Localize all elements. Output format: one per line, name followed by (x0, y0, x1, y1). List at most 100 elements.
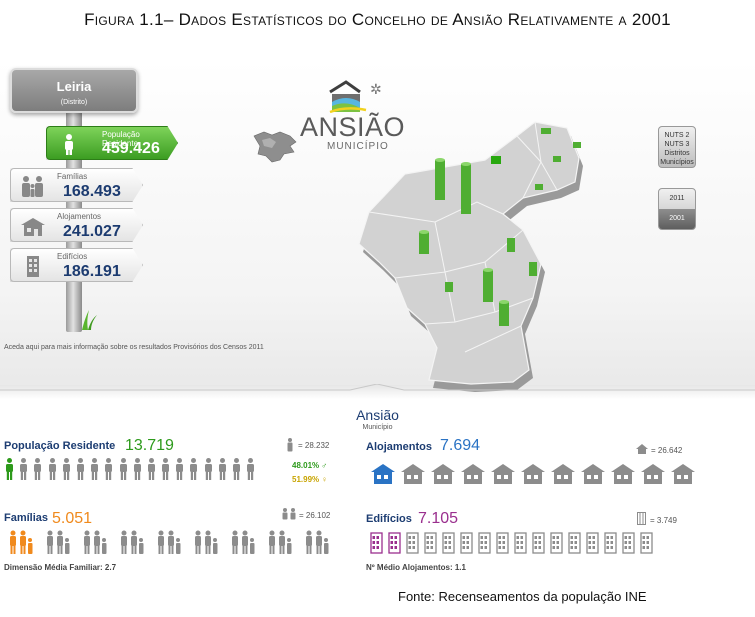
building-icon (622, 532, 635, 554)
house-icon (430, 462, 456, 484)
buildings-note: Nº Médio Alojamentos: 1.1 (366, 563, 466, 572)
building-icon (370, 532, 383, 554)
person-icon (146, 458, 157, 480)
municipality-type: Município (362, 424, 393, 431)
family-icon (4, 530, 34, 554)
house-icon (21, 218, 45, 236)
family-icon (78, 530, 108, 554)
municipality-logo: ✲ ANSIÃO MUNICÍPIO (300, 74, 415, 156)
sign-buildings[interactable]: Edifícios 186.191 (10, 248, 143, 282)
families-value: 5.051 (52, 510, 93, 527)
households-icon-row (370, 462, 700, 484)
families-note: Dimensão Média Familiar: 2.7 (4, 563, 117, 572)
sign-value: 186.191 (63, 263, 121, 280)
family-ref-icon (282, 508, 296, 520)
female-icon: ♀ (321, 475, 328, 484)
person-icon (188, 458, 199, 480)
building-icon (442, 532, 455, 554)
sign-value: 459.426 (102, 140, 160, 157)
municipality-map[interactable] (345, 112, 585, 394)
person-icon (231, 458, 242, 480)
building-icon (532, 532, 545, 554)
building-icon (460, 532, 473, 554)
municipality-name: Ansião (356, 407, 399, 423)
families-icon-row (4, 530, 337, 554)
family-icon (300, 530, 330, 554)
house-icon (550, 462, 576, 484)
year-selector[interactable]: 2011 2001 (658, 188, 696, 230)
population-ref: = 28.232 (298, 441, 330, 450)
sign-households[interactable]: Alojamentos 241.027 (10, 208, 143, 242)
family-icon (152, 530, 182, 554)
census-info-link[interactable]: Aceda aqui para mais informação sobre os… (4, 344, 264, 351)
households-title: Alojamentos (366, 441, 433, 453)
sign-label: Alojamentos (57, 212, 102, 221)
family-icon (189, 530, 219, 554)
house-icon (580, 462, 606, 484)
sign-label: Edifícios (57, 252, 88, 261)
building-icon (586, 532, 599, 554)
building-icon (406, 532, 419, 554)
male-percent: 48.01% ♂ (292, 461, 328, 470)
person-icon (89, 458, 100, 480)
person-icon (32, 458, 43, 480)
building-icon (604, 532, 617, 554)
figure-title: Figura 1.1– Dados Estatísticos do Concel… (84, 10, 671, 29)
house-icon (640, 462, 666, 484)
male-icon: ♂ (321, 461, 328, 470)
section-divider (0, 384, 755, 391)
buildings-icon-row (370, 532, 658, 554)
buildings-value: 7.105 (418, 510, 459, 527)
logo-brand: ANSIÃO (300, 112, 406, 142)
person-icon (132, 458, 143, 480)
region-sign[interactable]: Leiria (Distrito) (10, 68, 138, 113)
buildings-title: Edifícios (366, 513, 412, 525)
family-icon (41, 530, 71, 554)
family-icon (263, 530, 293, 554)
region-type: (Distrito) (60, 99, 88, 106)
building-icon (496, 532, 509, 554)
families-title: Famílias (4, 512, 49, 524)
house-icon (610, 462, 636, 484)
person-icon (61, 458, 72, 480)
person-icon (217, 458, 228, 480)
building-icon (424, 532, 437, 554)
person-icon (118, 458, 129, 480)
person-icon (75, 458, 86, 480)
person-icon (47, 458, 58, 480)
family-icon (115, 530, 145, 554)
mini-map-icon (253, 131, 297, 163)
sign-label: Famílias (57, 172, 88, 181)
building-icon (478, 532, 491, 554)
person-icon (174, 458, 185, 480)
building-icon (514, 532, 527, 554)
sign-population[interactable]: População Residente 459.426 (46, 126, 178, 160)
sign-value: 241.027 (63, 223, 121, 240)
person-icon (245, 458, 256, 480)
house-ref-icon (636, 444, 648, 454)
sign-families[interactable]: Famílias 168.493 (10, 168, 143, 202)
house-icon (400, 462, 426, 484)
region-name: Leiria (56, 79, 92, 94)
female-percent: 51.99% ♀ (292, 475, 328, 484)
person-icon (18, 458, 29, 480)
households-value: 7.694 (440, 437, 481, 454)
year-2011-button[interactable]: 2011 (669, 195, 685, 202)
family-icon (226, 530, 256, 554)
population-title: População Residente (4, 440, 116, 452)
house-icon (460, 462, 486, 484)
households-ref: = 26.642 (651, 446, 683, 455)
person-icon (160, 458, 171, 480)
svg-text:✲: ✲ (370, 82, 382, 98)
buildings-ref: = 3.749 (650, 516, 677, 525)
building-icon (388, 532, 401, 554)
population-icon-row (4, 458, 259, 480)
sign-label: População Residente (102, 130, 140, 148)
nuts-level-button[interactable]: NUTS 2 NUTS 3 Distritos Municípios (658, 126, 696, 168)
year-2001-button[interactable]: 2001 (659, 209, 695, 229)
map-bar-group (419, 128, 581, 326)
person-icon (4, 458, 15, 480)
person-ref-icon (287, 438, 293, 452)
family-icon (22, 176, 43, 197)
families-ref: = 26.102 (299, 511, 331, 520)
